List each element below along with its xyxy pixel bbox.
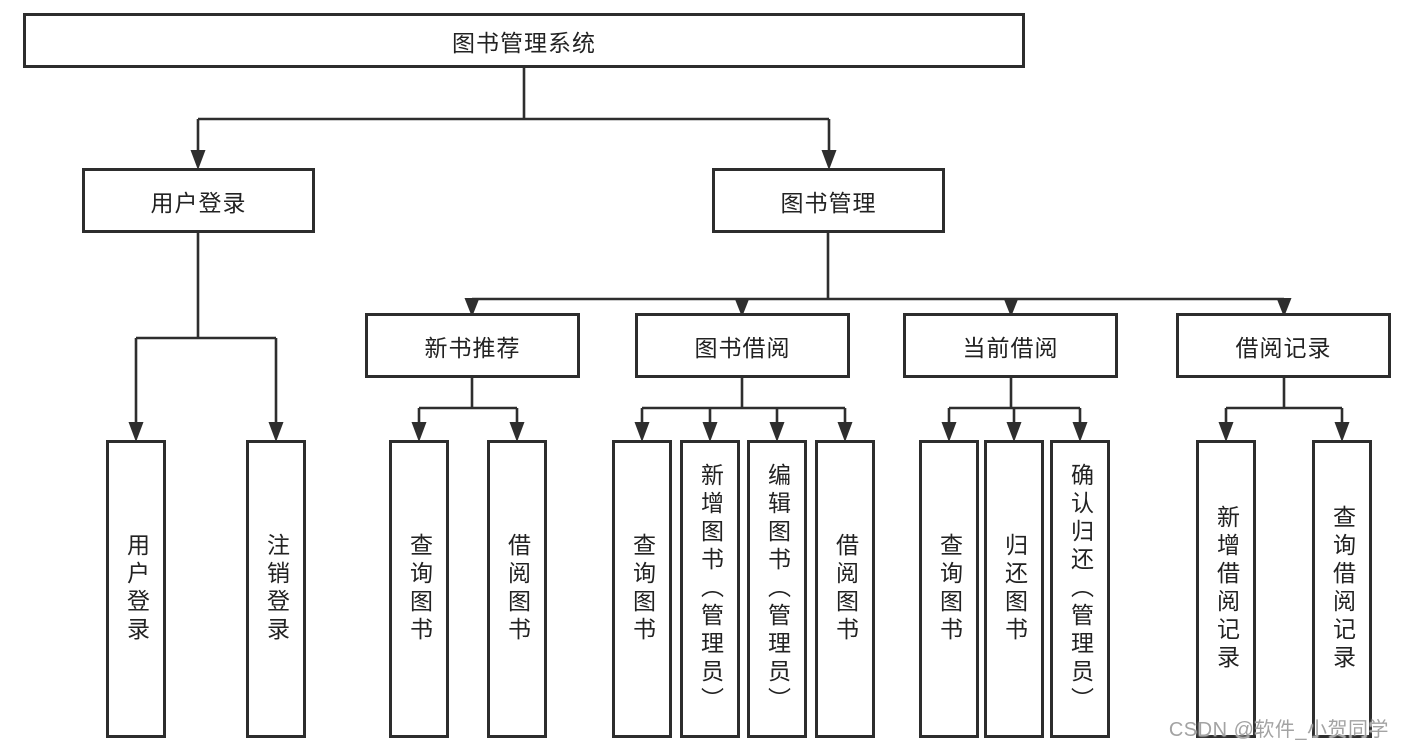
node-label: 注销登录 [263, 533, 290, 645]
leaf-query-borrow-record: 查询借阅记录 [1312, 440, 1372, 738]
leaf-query-books-borrowing: 查询图书 [612, 440, 672, 738]
leaf-borrow-books-borrowing: 借阅图书 [815, 440, 875, 738]
leaf-logout: 注销登录 [246, 440, 306, 738]
leaf-query-books-current: 查询图书 [919, 440, 979, 738]
node-root-library-management-system: 图书管理系统 [23, 13, 1025, 68]
node-book-borrowing: 图书借阅 [635, 313, 850, 378]
leaf-add-books-admin: 新增图书（管理员） [680, 440, 740, 738]
node-label: 当前借阅 [962, 334, 1059, 361]
leaf-return-books: 归还图书 [984, 440, 1044, 738]
node-label: 用户登录 [150, 189, 247, 216]
node-label: 编辑图书（管理员） [764, 463, 791, 715]
node-label: 图书管理系统 [452, 29, 596, 56]
node-label: 确认归还（管理员） [1067, 463, 1094, 715]
leaf-query-books-newbook: 查询图书 [389, 440, 449, 738]
node-label: 新增图书（管理员） [697, 463, 724, 715]
node-label: 用户登录 [123, 533, 150, 645]
node-label: 新书推荐 [424, 334, 521, 361]
node-label: 查询借阅记录 [1329, 505, 1356, 673]
node-label: 查询图书 [406, 533, 433, 645]
node-book-management-module: 图书管理 [712, 168, 945, 233]
node-label: 新增借阅记录 [1213, 505, 1240, 673]
node-label: 图书借阅 [694, 334, 791, 361]
node-label: 借阅图书 [504, 533, 531, 645]
leaf-add-borrow-record: 新增借阅记录 [1196, 440, 1256, 738]
leaf-borrow-books-newbook: 借阅图书 [487, 440, 547, 738]
leaf-confirm-return-admin: 确认归还（管理员） [1050, 440, 1110, 738]
node-label: 查询图书 [936, 533, 963, 645]
node-new-book-recommendation: 新书推荐 [365, 313, 580, 378]
node-label: 图书管理 [780, 189, 877, 216]
leaf-edit-books-admin: 编辑图书（管理员） [747, 440, 807, 738]
node-label: 借阅图书 [832, 533, 859, 645]
node-current-borrowing: 当前借阅 [903, 313, 1118, 378]
node-label: 归还图书 [1001, 533, 1028, 645]
leaf-user-login: 用户登录 [106, 440, 166, 738]
node-label: 借阅记录 [1235, 334, 1332, 361]
node-label: 查询图书 [629, 533, 656, 645]
node-borrowing-records: 借阅记录 [1176, 313, 1391, 378]
node-user-login-module: 用户登录 [82, 168, 315, 233]
